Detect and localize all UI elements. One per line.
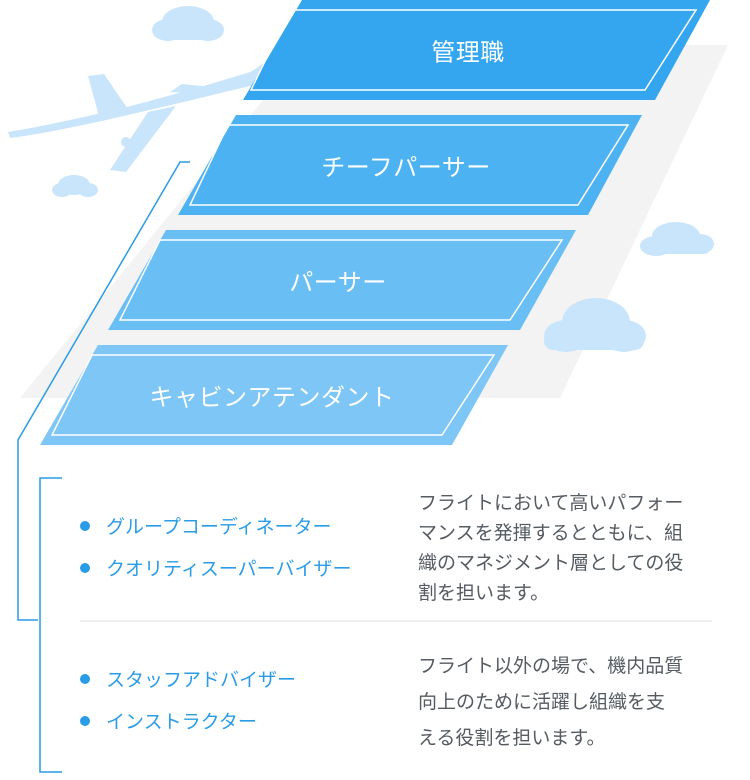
tier-label-chief-purser: チーフパーサー [321,153,491,182]
connector-line [17,161,190,621]
tier-chief-purser [178,115,642,215]
tier-purser [108,230,576,330]
bullet-dot-icon [80,520,90,531]
group-2-description: フライト以外の場で、機内品質 向上のために活躍し組織を支 える役割を担います。 [418,655,684,749]
bullet-dot-icon [80,562,90,573]
bullet-dot-icon [80,715,90,726]
tier-label-management: 管理職 [431,38,505,67]
cloud-icon [544,298,646,352]
cloud-icon [52,175,98,197]
role-staff-advisor: スタッフアドバイザー [80,665,296,692]
bullet-dot-icon [80,673,90,684]
cloud-icon [152,6,224,41]
cloud-icon [640,222,714,256]
group-1-description: フライトにおいて高いパフォー マンスを発揮するとともに、組 織のマネジメント層と… [418,492,684,604]
role-group-coordinator: グループコーディネーター [80,512,332,539]
tier-cabin-attendant [40,345,508,445]
role-instructor: インストラクター [80,707,257,734]
tier-label-purser: パーサー [289,268,387,297]
tier-label-cabin-attendant: キャビンアテンダント [149,383,395,412]
role-quality-supervisor: クオリティスーパーバイザー [80,554,351,581]
group-bracket [39,477,62,773]
airplane-icon [8,58,306,172]
tier-management [243,0,710,100]
